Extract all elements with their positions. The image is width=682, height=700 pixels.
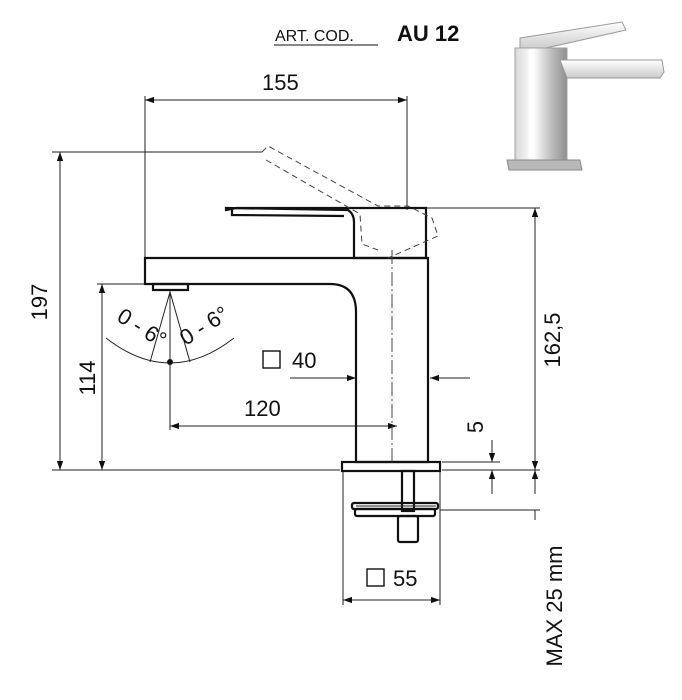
mounting-shank bbox=[350, 469, 440, 544]
dim-spout-height: 114 bbox=[75, 360, 100, 395]
dim-max-thickness: MAX 25 mm bbox=[542, 545, 567, 666]
spout-angle-indicator bbox=[105, 290, 235, 365]
square-outline-icon bbox=[366, 568, 385, 587]
extension-lines bbox=[52, 96, 540, 605]
dim-lever-height: 162,5 bbox=[540, 312, 565, 367]
header: ART. COD. AU 12 bbox=[274, 21, 459, 46]
square-outline-icon bbox=[262, 350, 281, 369]
article-code-value: AU 12 bbox=[397, 21, 459, 46]
dim-overall-height: 197 bbox=[27, 284, 52, 321]
dim-base-square: 55 bbox=[393, 566, 417, 591]
dim-overall-width: 155 bbox=[262, 70, 299, 95]
dim-angle-left: 0 - 6° bbox=[113, 303, 171, 352]
dimension-lines bbox=[56, 96, 539, 604]
lever-alternate-position bbox=[261, 145, 439, 259]
article-code-label: ART. COD. bbox=[275, 28, 354, 45]
faucet-outline bbox=[143, 206, 442, 473]
dim-spout-reach: 120 bbox=[244, 396, 281, 421]
dim-base-thickness: 5 bbox=[463, 421, 488, 433]
faucet-photo-icon bbox=[506, 21, 665, 171]
dim-angle-right: 0 - 6° bbox=[175, 301, 233, 350]
dimension-labels: 155 197 114 162,5 120 5 MAX 25 mm 0 - 6°… bbox=[27, 70, 567, 667]
dim-body-square: 40 bbox=[292, 348, 316, 373]
